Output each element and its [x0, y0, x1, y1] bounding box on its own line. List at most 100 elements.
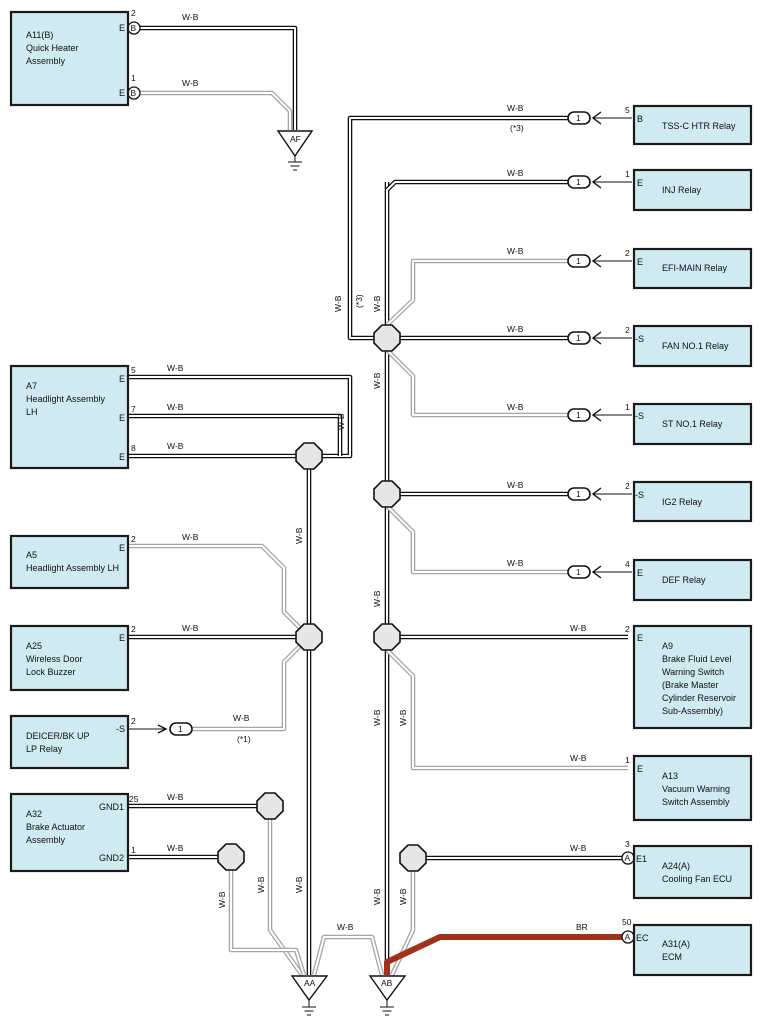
svg-text:4: 4 — [625, 559, 630, 569]
svg-text:E: E — [637, 257, 643, 267]
component-deicer: DEICER/BK UP LP Relay -S 2 — [9, 714, 136, 770]
svg-text:1: 1 — [576, 113, 581, 123]
svg-text:W-B: W-B — [372, 709, 382, 726]
svg-text:1: 1 — [576, 333, 581, 343]
svg-text:W-B: W-B — [167, 792, 184, 802]
svg-text:W-B: W-B — [570, 623, 587, 633]
junction-nodes — [217, 324, 427, 872]
svg-text:5: 5 — [625, 105, 630, 115]
pill-connectors: 1 1 1 1 1 1 1 1 — [128, 111, 632, 736]
svg-text:25: 25 — [129, 794, 139, 804]
wire-def — [385, 504, 570, 575]
svg-text:A11(B): A11(B) — [26, 30, 53, 40]
wire-a32-gnd2-drop — [228, 857, 307, 976]
svg-text:W-B: W-B — [333, 295, 343, 312]
wire-a5 — [128, 543, 311, 639]
component-a7: A7 Headlight Assembly LH E E E 5 7 8 — [9, 364, 136, 470]
svg-text:E: E — [637, 633, 643, 643]
component-def-relay: DEF Relay E 4 — [625, 558, 753, 602]
wire-ecm-br — [384, 934, 622, 975]
junction-node — [373, 324, 401, 352]
svg-text:ECM: ECM — [662, 952, 682, 962]
svg-text:A13: A13 — [662, 771, 678, 781]
svg-text:Assembly: Assembly — [26, 56, 66, 66]
svg-text:Brake Fluid Level: Brake Fluid Level — [662, 654, 732, 664]
svg-text:INJ Relay: INJ Relay — [662, 185, 702, 195]
connector-ig2: 1 — [567, 487, 632, 501]
junction-node — [373, 623, 401, 651]
svg-text:A25: A25 — [26, 641, 42, 651]
circle-codes: B B A A — [127, 21, 635, 944]
component-a11: A11(B) Quick Heater Assembly E E 2 1 — [9, 8, 136, 107]
svg-text:FAN NO.1 Relay: FAN NO.1 Relay — [662, 341, 729, 351]
ground-af: AF — [276, 130, 314, 171]
svg-text:1: 1 — [576, 177, 581, 187]
svg-text:DEICER/BK UP: DEICER/BK UP — [26, 731, 90, 741]
svg-text:E: E — [637, 568, 643, 578]
svg-text:1: 1 — [625, 169, 630, 179]
wire-aa-ab — [311, 934, 385, 976]
svg-text:W-B: W-B — [217, 891, 227, 908]
svg-text:1: 1 — [576, 567, 581, 577]
svg-text:A32: A32 — [26, 809, 42, 819]
svg-text:B: B — [637, 114, 643, 124]
component-st-no1-relay: ST NO.1 Relay -S 1 — [625, 402, 753, 446]
svg-text:Wireless Door: Wireless Door — [26, 654, 83, 664]
connector-def: 1 — [567, 565, 632, 579]
svg-text:W-B: W-B — [507, 103, 524, 113]
svg-text:8: 8 — [131, 443, 136, 453]
svg-text:W-B: W-B — [507, 246, 524, 256]
component-efi-main-relay: EFI-MAIN Relay E 2 — [625, 247, 753, 290]
svg-text:-S: -S — [116, 724, 125, 734]
svg-text:-S: -S — [635, 411, 644, 421]
junction-node — [295, 442, 323, 470]
svg-text:W-B: W-B — [182, 12, 199, 22]
svg-text:A: A — [625, 932, 631, 942]
svg-text:Switch Assembly: Switch Assembly — [662, 797, 730, 807]
component-tssc-htr-relay: TSS-C HTR Relay B 5 — [625, 104, 753, 146]
connector-inj: 1 — [567, 175, 632, 189]
junction-node — [295, 623, 323, 651]
svg-text:A9: A9 — [662, 641, 673, 651]
svg-text:-S: -S — [635, 490, 644, 500]
svg-text:5: 5 — [131, 365, 136, 375]
svg-text:(*1): (*1) — [237, 734, 251, 744]
junction-node — [373, 480, 401, 508]
component-a5: A5 Headlight Assembly LH E 2 — [9, 534, 136, 590]
svg-text:IG2 Relay: IG2 Relay — [662, 497, 703, 507]
svg-text:LP Relay: LP Relay — [26, 744, 63, 754]
svg-text:1: 1 — [576, 256, 581, 266]
junction-node — [399, 844, 427, 872]
svg-text:W-B: W-B — [167, 843, 184, 853]
svg-text:Cylinder Reservoir: Cylinder Reservoir — [662, 693, 736, 703]
wires — [128, 25, 628, 977]
svg-text:(*3): (*3) — [354, 294, 364, 308]
svg-text:EFI-MAIN Relay: EFI-MAIN Relay — [662, 263, 728, 273]
ground-ab-label: AB — [381, 978, 393, 988]
svg-text:Headlight Assembly: Headlight Assembly — [26, 394, 106, 404]
ground-aa-label: AA — [304, 978, 316, 988]
svg-text:2: 2 — [131, 624, 136, 634]
svg-text:W-B: W-B — [167, 441, 184, 451]
component-a13: A13 Vacuum Warning Switch Assembly E 1 — [625, 754, 753, 822]
ground-aa: AA — [290, 975, 329, 1016]
svg-text:B: B — [131, 88, 137, 98]
svg-text:W-B: W-B — [182, 532, 199, 542]
svg-text:E: E — [119, 633, 125, 643]
svg-text:W-B: W-B — [294, 527, 304, 544]
svg-text:E: E — [637, 178, 643, 188]
svg-text:1: 1 — [131, 73, 136, 83]
connector-st-no1: 1 — [567, 408, 632, 422]
svg-text:Headlight Assembly LH: Headlight Assembly LH — [26, 563, 119, 573]
svg-text:Brake Actuator: Brake Actuator — [26, 822, 85, 832]
svg-text:-S: -S — [635, 334, 644, 344]
svg-text:W-B: W-B — [507, 402, 524, 412]
wire-a11-pin2 — [140, 25, 298, 130]
svg-text:Sub-Assembly): Sub-Assembly) — [662, 706, 723, 716]
junction-node — [256, 792, 284, 820]
svg-text:W-B: W-B — [372, 372, 382, 389]
svg-text:W-B: W-B — [337, 922, 354, 932]
svg-text:W-B: W-B — [398, 709, 408, 726]
svg-text:2: 2 — [131, 716, 136, 726]
svg-text:W-B: W-B — [167, 363, 184, 373]
